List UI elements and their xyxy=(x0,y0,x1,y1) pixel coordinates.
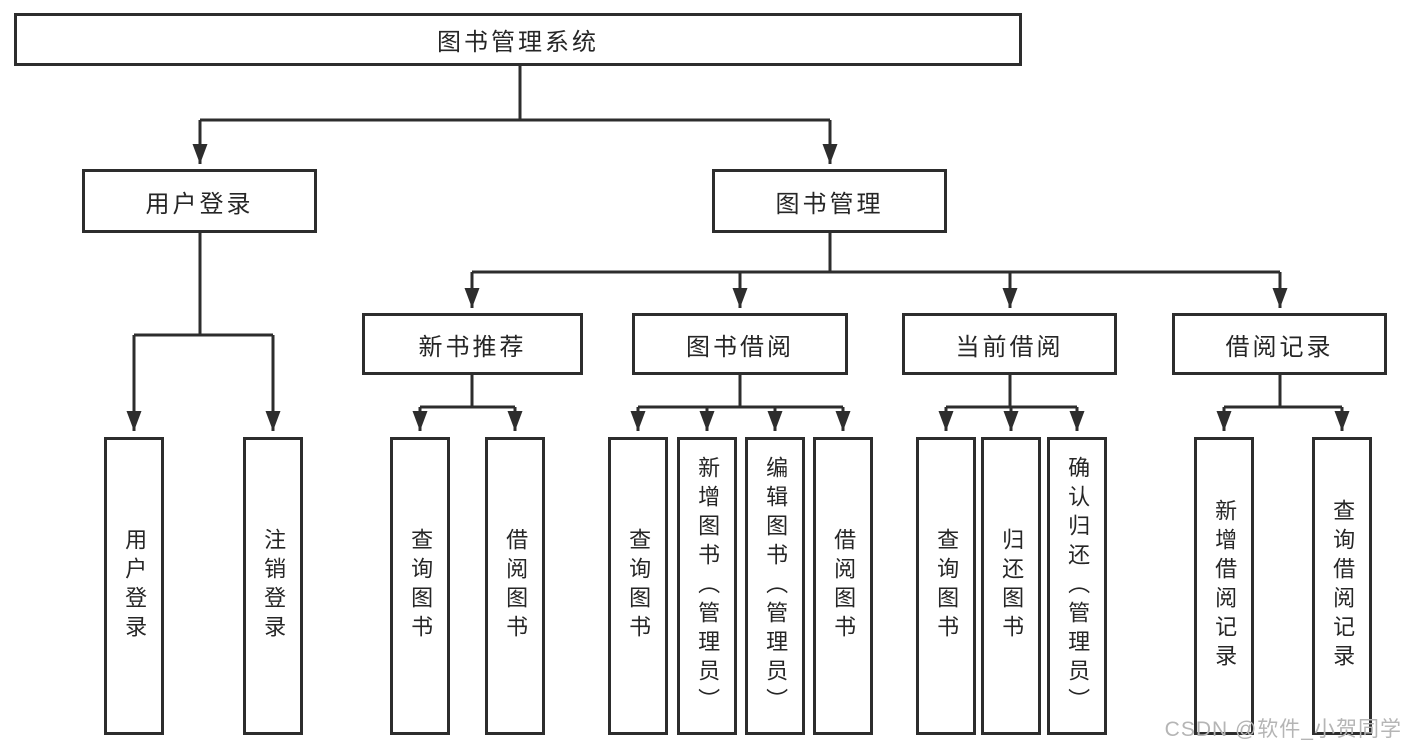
node-current-borrow: 当前借阅 xyxy=(902,313,1117,375)
node-book-management: 图书管理 xyxy=(712,169,947,233)
leaf-borrow-book-2: 借阅图书 xyxy=(813,437,873,735)
leaf-query-book-2-label: 查询图书 xyxy=(626,528,652,644)
leaf-query-book-2: 查询图书 xyxy=(608,437,668,735)
leaf-return-book-label: 归还图书 xyxy=(999,528,1025,644)
leaf-edit-book-admin: 编辑图书（管理员） xyxy=(745,437,805,735)
node-borrow-record: 借阅记录 xyxy=(1172,313,1387,375)
leaf-logout: 注销登录 xyxy=(243,437,303,735)
leaf-confirm-return-admin: 确认归还（管理员） xyxy=(1047,437,1107,735)
leaf-user-login: 用户登录 xyxy=(104,437,164,735)
connector-trunks xyxy=(134,66,1342,409)
leaf-logout-label: 注销登录 xyxy=(261,528,287,644)
node-new-book-recommend-label: 新书推荐 xyxy=(418,333,527,361)
leaf-borrow-book-1-label: 借阅图书 xyxy=(503,528,529,644)
leaf-return-book: 归还图书 xyxy=(981,437,1041,735)
leaf-add-borrow-record: 新增借阅记录 xyxy=(1194,437,1254,735)
node-new-book-recommend: 新书推荐 xyxy=(362,313,583,375)
node-root-label: 图书管理系统 xyxy=(437,29,599,56)
csdn-watermark: CSDN @软件_小贺同学 xyxy=(1164,718,1402,741)
node-borrow-record-label: 借阅记录 xyxy=(1225,333,1334,361)
leaf-query-borrow-record-label: 查询借阅记录 xyxy=(1330,499,1356,673)
leaf-edit-book-admin-label: 编辑图书（管理员） xyxy=(763,455,789,717)
leaf-add-borrow-record-label: 新增借阅记录 xyxy=(1212,499,1238,673)
leaf-user-login-label: 用户登录 xyxy=(122,528,148,644)
node-book-management-label: 图书管理 xyxy=(775,190,884,218)
node-root-system: 图书管理系统 xyxy=(14,13,1022,66)
leaf-add-book-admin: 新增图书（管理员） xyxy=(677,437,737,735)
leaf-query-book-3: 查询图书 xyxy=(916,437,976,735)
leaf-add-book-admin-label: 新增图书（管理员） xyxy=(695,455,721,717)
leaf-borrow-book-1: 借阅图书 xyxy=(485,437,545,735)
leaf-borrow-book-2-label: 借阅图书 xyxy=(831,528,857,644)
leaf-confirm-return-admin-label: 确认归还（管理员） xyxy=(1065,455,1091,717)
node-current-borrow-label: 当前借阅 xyxy=(955,333,1064,361)
leaf-query-book-1-label: 查询图书 xyxy=(408,528,434,644)
connector-arrows xyxy=(126,120,1350,431)
node-user-login: 用户登录 xyxy=(82,169,317,233)
leaf-query-book-3-label: 查询图书 xyxy=(934,528,960,644)
node-user-login-label: 用户登录 xyxy=(145,190,254,218)
node-book-borrow: 图书借阅 xyxy=(632,313,848,375)
leaf-query-book-1: 查询图书 xyxy=(390,437,450,735)
node-book-borrow-label: 图书借阅 xyxy=(686,333,794,361)
leaf-query-borrow-record: 查询借阅记录 xyxy=(1312,437,1372,735)
